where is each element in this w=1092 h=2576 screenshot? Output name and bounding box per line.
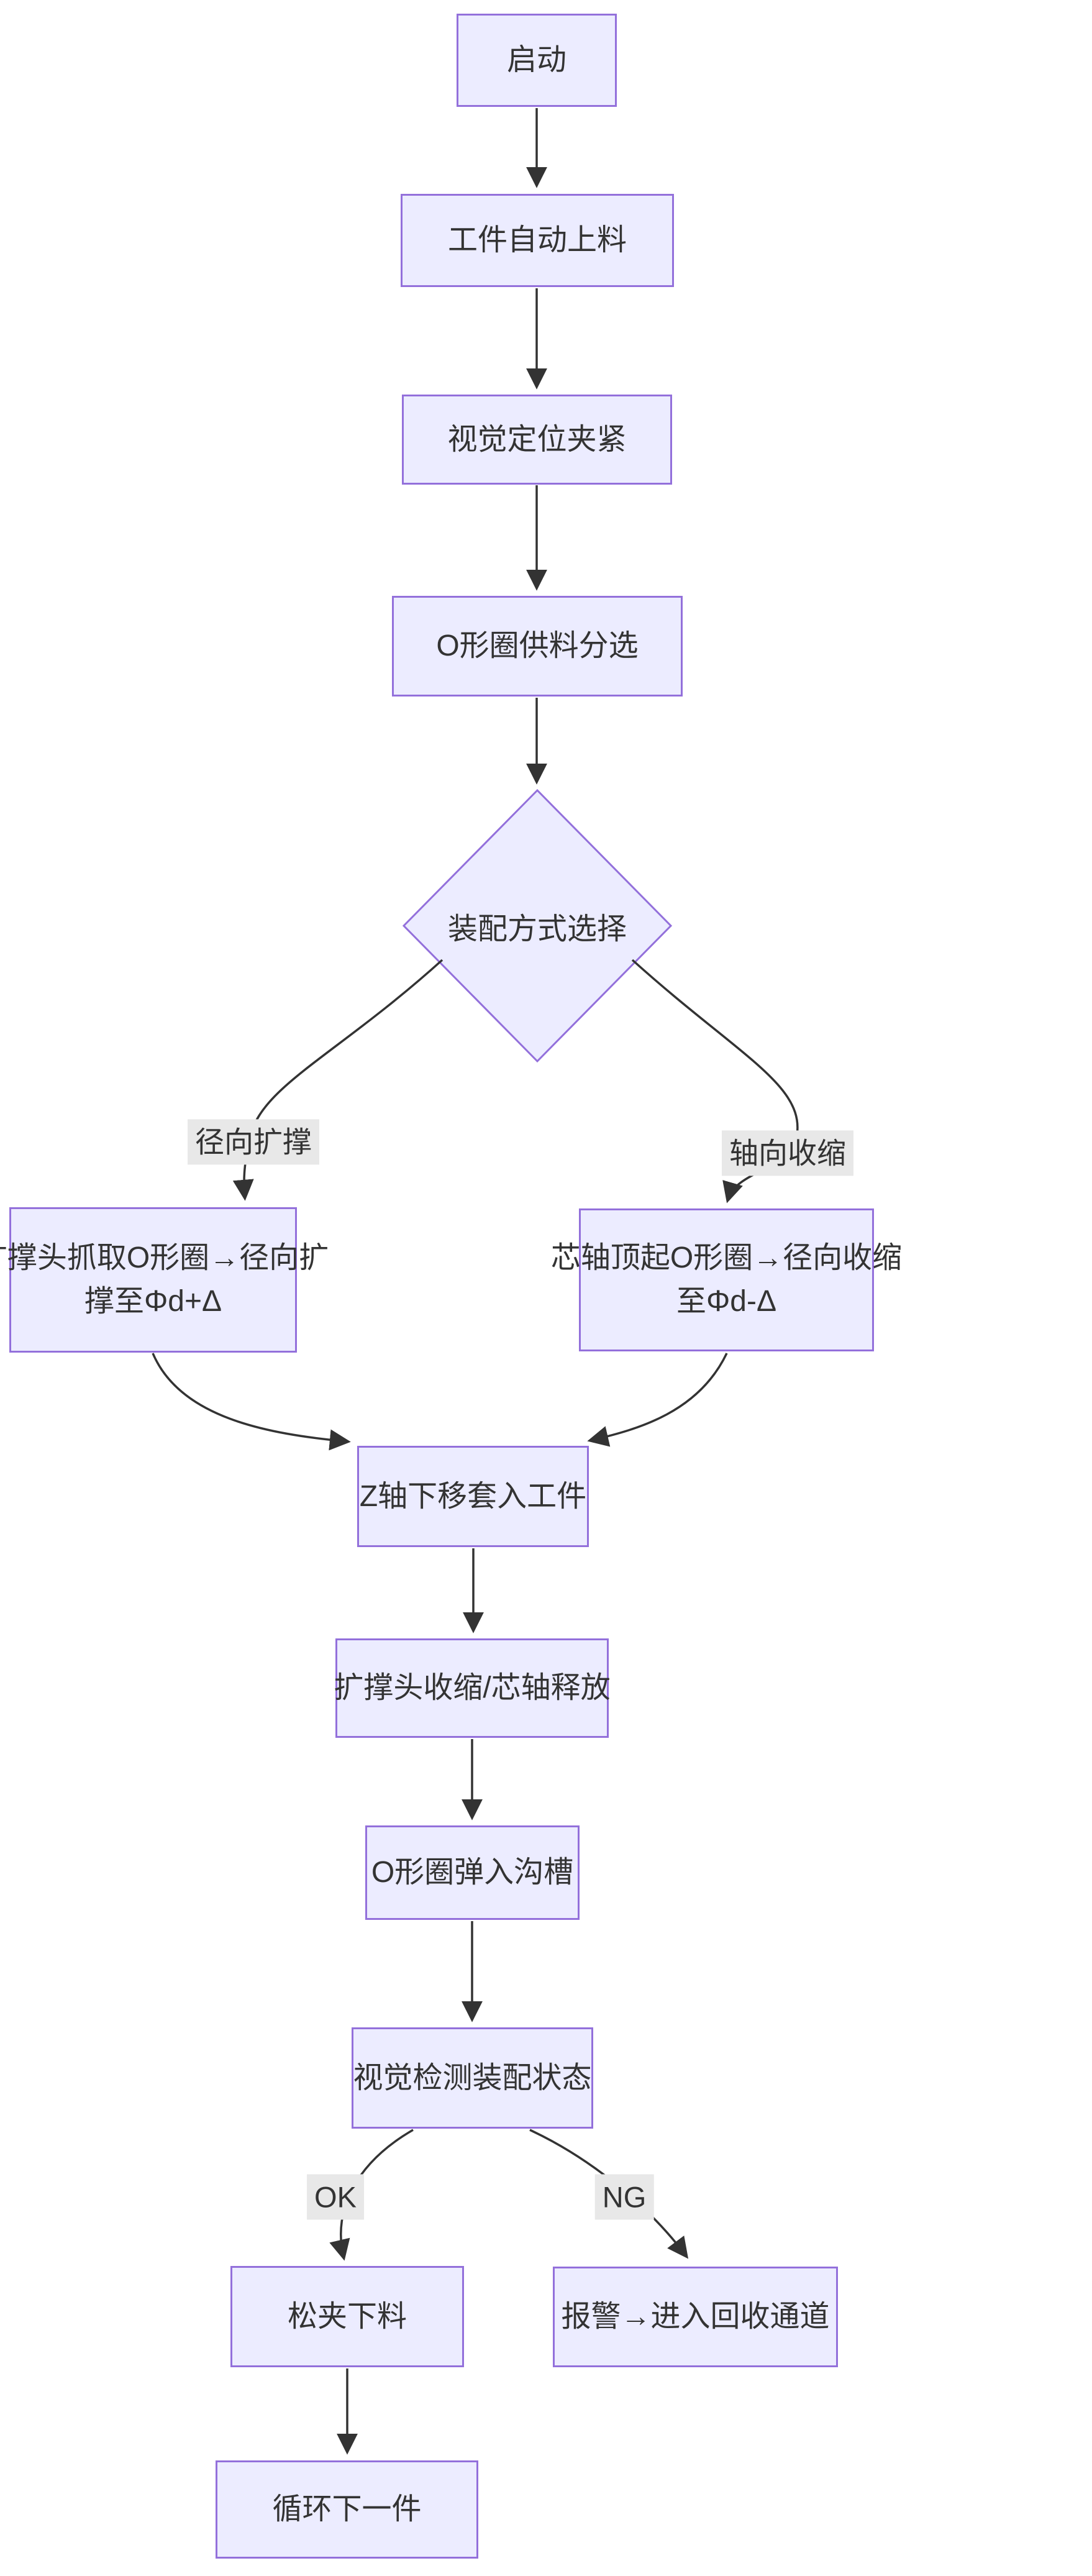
- node-label: 扩撑头收缩/芯轴释放: [334, 1671, 611, 1705]
- node-label: Z轴下移套入工件: [359, 1479, 587, 1513]
- node-sort: O形圈供料分选: [392, 596, 683, 697]
- node-label-line1: 芯轴顶起O形圈→径向收缩: [550, 1241, 903, 1275]
- node-shrink: 芯轴顶起O形圈→径向收缩 至Φd-Δ: [551, 1208, 902, 1351]
- node-label: O形圈供料分选: [436, 629, 639, 663]
- edge-label-ng: NG: [594, 2174, 654, 2220]
- node-label: 视觉检测装配状态: [353, 2061, 592, 2094]
- node-label: O形圈弹入沟槽: [371, 1856, 574, 1889]
- node-expand: 扩撑头抓取O形圈→径向扩 撑至Φd+Δ: [0, 1207, 329, 1353]
- node-snap: O形圈弹入沟槽: [365, 1825, 580, 1920]
- node-label: 循环下一件: [272, 2493, 422, 2526]
- node-label: 报警→进入回收通道: [561, 2300, 830, 2334]
- node-label: 松夹下料: [287, 2300, 407, 2333]
- edge-label-ok: OK: [307, 2174, 364, 2220]
- node-cycle: 循环下一件: [216, 2460, 478, 2559]
- node-release: 扩撑头收缩/芯轴释放: [334, 1638, 611, 1738]
- node-alarm: 报警→进入回收通道: [553, 2267, 838, 2367]
- node-insert: Z轴下移套入工件: [357, 1446, 589, 1547]
- node-label-line1: 扩撑头抓取O形圈→径向扩: [0, 1241, 329, 1275]
- node-decision: 装配方式选择: [407, 904, 668, 948]
- node-label: 装配方式选择: [447, 913, 627, 946]
- node-label: 工件自动上料: [447, 224, 627, 257]
- node-label: 启动: [506, 43, 566, 77]
- node-label-line2: 撑至Φd+Δ: [84, 1285, 222, 1318]
- node-feed: 工件自动上料: [401, 194, 674, 287]
- edge-label-axial: 轴向收缩: [722, 1130, 853, 1176]
- edge-expand-insert: [152, 1353, 351, 1451]
- node-label: 视觉定位夹紧: [447, 422, 627, 456]
- node-label-line2: 至Φd-Δ: [676, 1285, 777, 1318]
- decision-diamond-shape: [402, 788, 673, 1063]
- edge-shrink-insert: [587, 1353, 728, 1447]
- edge-label-radial: 径向扩撑: [188, 1119, 319, 1165]
- node-inspect: 视觉检测装配状态: [352, 2027, 593, 2129]
- node-unload: 松夹下料: [230, 2266, 464, 2367]
- node-start: 启动: [457, 14, 617, 107]
- edge-decision-expand: [232, 959, 444, 1201]
- node-position: 视觉定位夹紧: [402, 395, 672, 485]
